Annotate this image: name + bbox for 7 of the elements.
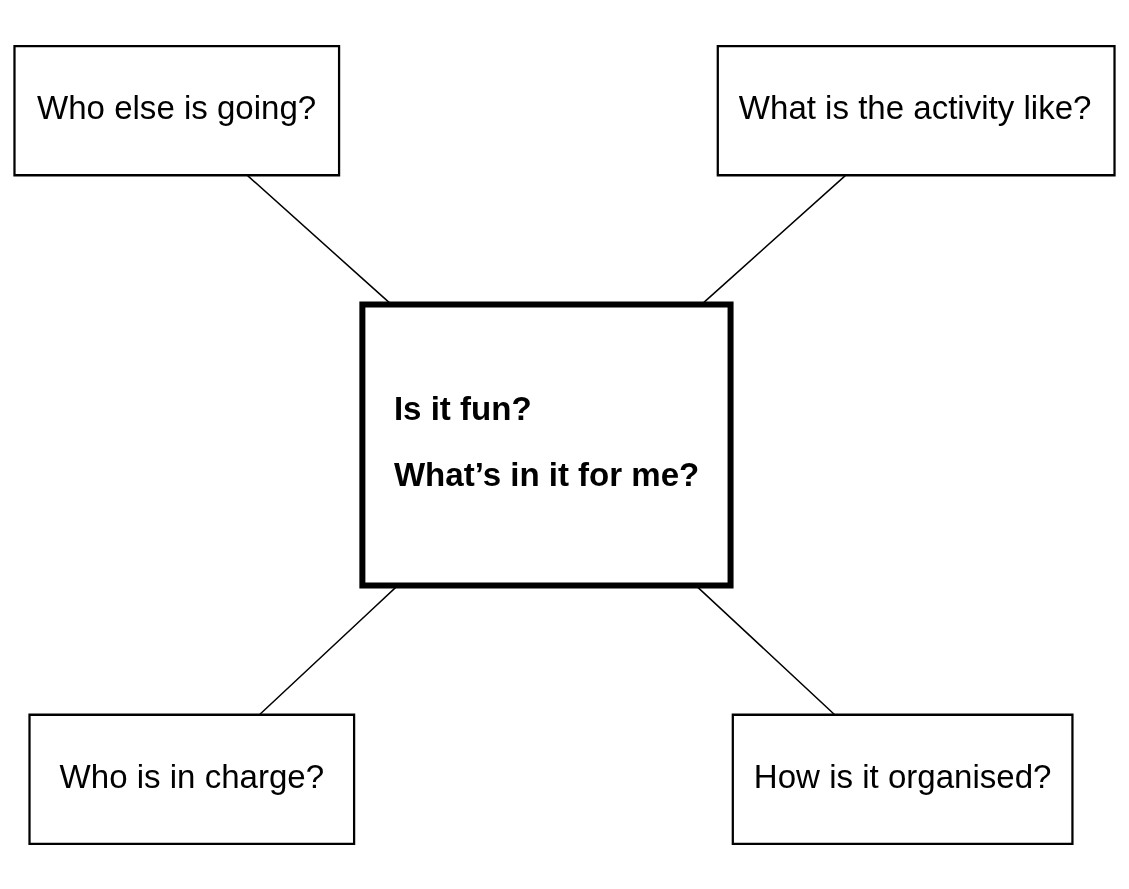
connector xyxy=(700,174,847,305)
node-box: Who is in charge? xyxy=(28,713,356,845)
node-box: Is it fun? What’s in it for me? xyxy=(359,301,734,588)
node-box: Who else is going? xyxy=(13,44,341,176)
node-box: How is it organised? xyxy=(731,713,1074,845)
connector xyxy=(246,174,392,305)
node-box: What is the activity like? xyxy=(716,44,1116,176)
